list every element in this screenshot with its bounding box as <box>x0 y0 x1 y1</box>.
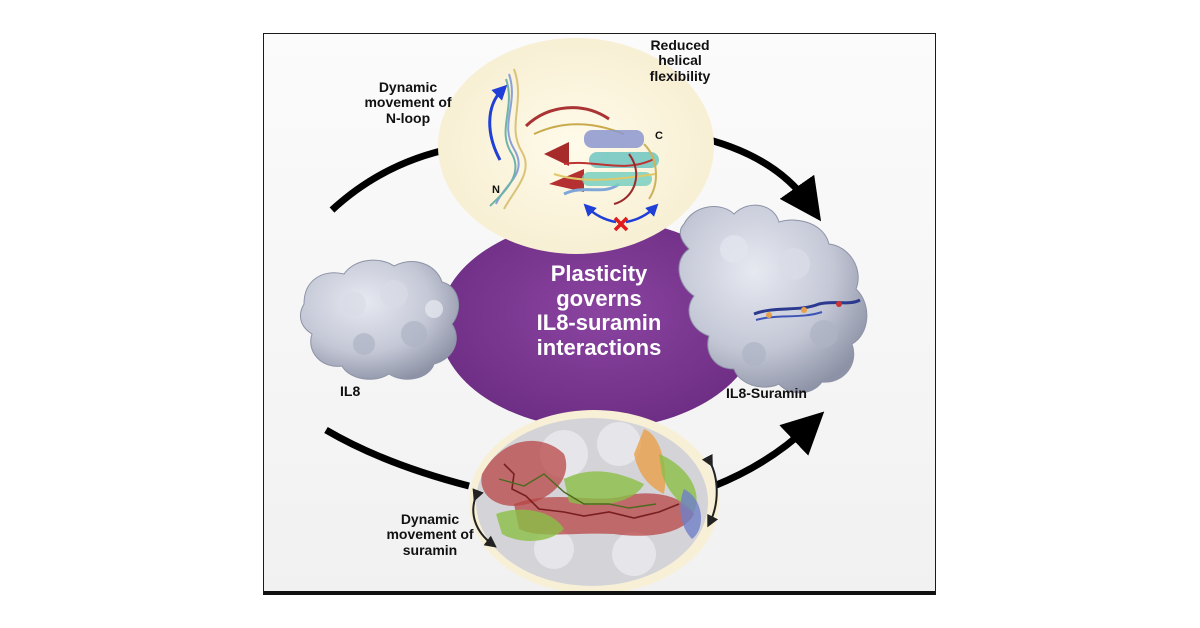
nloop-movement-line3: N-loop <box>385 109 431 126</box>
suramin-movement-line2: movement of <box>386 526 474 543</box>
nloop-motion-arrow <box>488 84 508 161</box>
bottom-structure-panel <box>469 410 719 591</box>
top-structure-panel <box>438 38 714 254</box>
diagram-canvas <box>299 38 868 591</box>
c-term-motion-arrow-left <box>583 203 617 224</box>
nloop-movement-label: Dynamic movement of N-loop <box>352 79 464 126</box>
center-title-line4: interactions <box>536 334 662 360</box>
suramin-movement-line3: suramin <box>402 541 458 558</box>
il8-suramin-label: IL8-Suramin <box>726 385 807 401</box>
reduced-flexibility-label: Reduced helical flexibility <box>630 37 730 84</box>
reduced-flexibility-line3: flexibility <box>649 67 711 84</box>
n-terminus-label: N <box>492 184 500 196</box>
center-title-line1: Plasticity <box>550 261 648 286</box>
il8-suramin-surface-icon <box>678 204 868 394</box>
c-terminus-label: C <box>655 130 663 142</box>
nloop-movement-line2: movement of <box>364 94 452 111</box>
suramin-motion-arrow-left <box>472 488 497 548</box>
il8-surface-icon <box>299 259 460 380</box>
arrow-bottom-right <box>712 411 825 490</box>
arrow-top-left <box>329 144 455 213</box>
ribbon-structure-icon <box>489 68 659 210</box>
suramin-motion-arrow-right <box>701 453 719 528</box>
reduced-flexibility-line1: Reduced <box>650 37 710 53</box>
reduced-flexibility-line2: helical <box>658 52 702 69</box>
center-title-line2: governs <box>556 285 642 311</box>
figure-frame: Plasticity governs IL8-suramin interacti… <box>263 33 936 595</box>
center-title: Plasticity governs IL8-suramin interacti… <box>454 261 744 361</box>
block-mark-icon <box>613 216 629 232</box>
center-title-line3: IL8-suramin <box>536 310 662 336</box>
c-term-motion-arrow-right <box>625 203 659 224</box>
suramin-movement-line1: Dynamic <box>400 511 460 527</box>
nloop-movement-line1: Dynamic <box>378 79 438 95</box>
suramin-movement-label: Dynamic movement of suramin <box>376 511 484 558</box>
arrow-bottom-left <box>324 426 470 490</box>
il8-label: IL8 <box>340 383 361 399</box>
